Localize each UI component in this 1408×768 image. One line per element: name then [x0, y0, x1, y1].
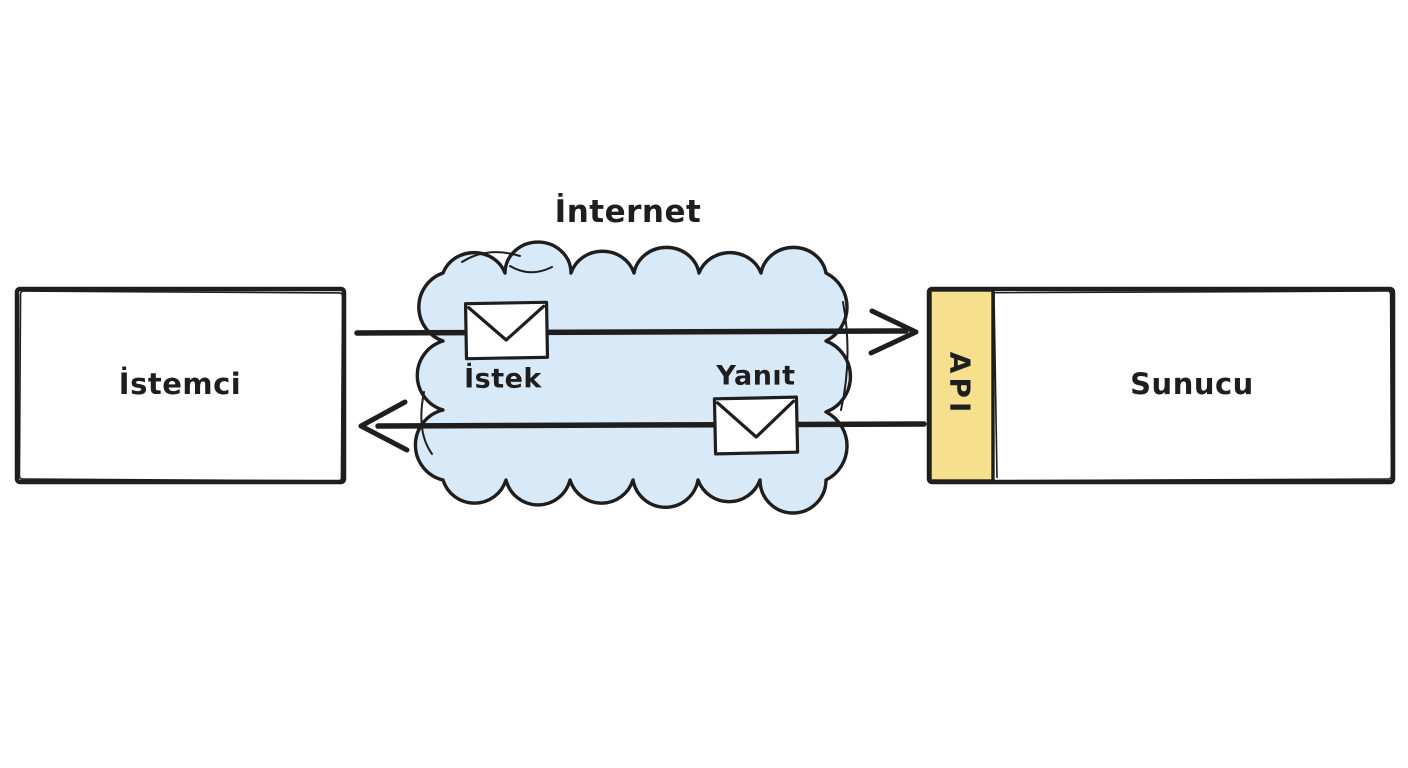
client-label: İstemci	[118, 367, 242, 401]
server-label: Sunucu	[1130, 367, 1254, 401]
envelope-body	[712, 395, 800, 456]
client-box	[14, 286, 347, 485]
cloud-sketch-accent	[461, 251, 553, 274]
envelope-flap	[467, 304, 546, 342]
response-label: Yanıt	[716, 360, 796, 392]
internet-title: İnternet	[554, 194, 702, 230]
server-box	[926, 286, 1396, 485]
response-arrow	[358, 399, 927, 453]
api-strip-sketch	[993, 292, 998, 479]
api-strip	[928, 288, 995, 483]
request-label: İstek	[464, 363, 542, 395]
request-arrowhead	[868, 308, 919, 356]
request-envelope-icon	[463, 300, 550, 361]
api-label: API	[943, 351, 977, 417]
request-arrow-line	[354, 328, 909, 336]
response-envelope-icon	[712, 395, 800, 456]
envelope-flap	[715, 399, 796, 439]
response-arrow-line	[375, 421, 927, 429]
envelope-body	[463, 300, 550, 361]
client-box-sketch	[18, 290, 344, 482]
response-arrowhead	[358, 399, 410, 453]
request-arrow	[354, 308, 919, 356]
client-box-border	[14, 286, 347, 485]
